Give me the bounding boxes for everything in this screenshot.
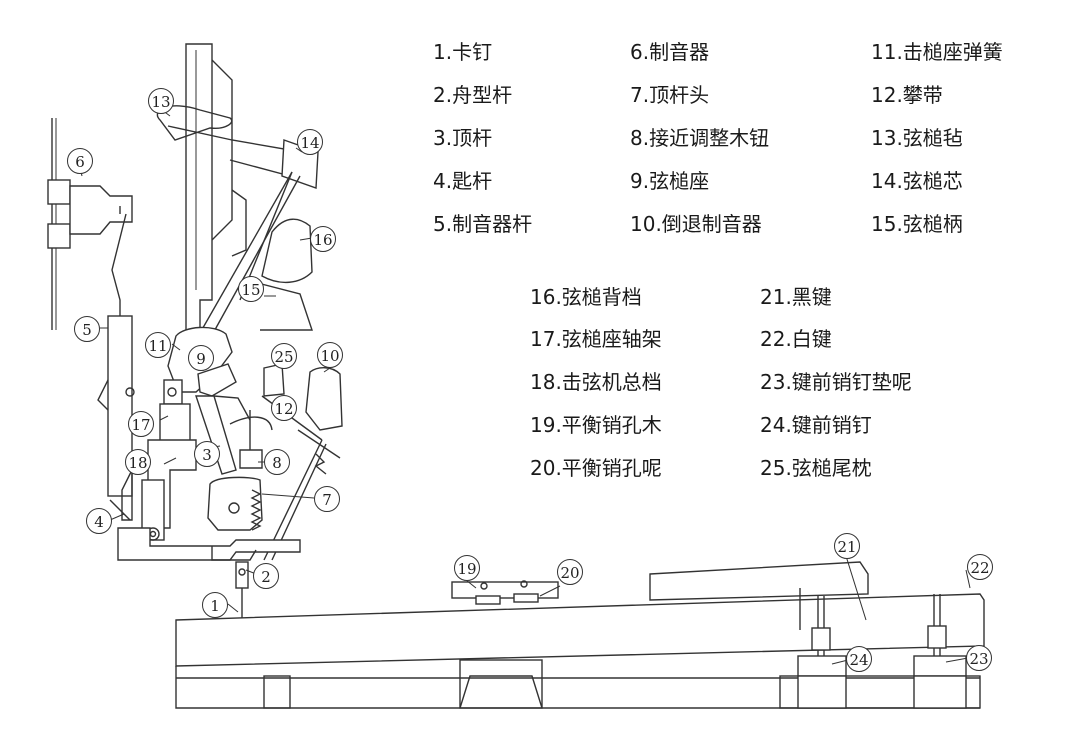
- legend-item-6: 6.制音器: [630, 40, 710, 64]
- legend-item-21: 21.黑键: [760, 285, 832, 309]
- legend-item-20: 20.平衡销孔呢: [530, 456, 662, 480]
- legend-item-5: 5.制音器杆: [433, 212, 533, 236]
- legend-item-7: 7.顶杆头: [630, 83, 710, 107]
- callout-23: 23: [966, 645, 992, 671]
- callout-2: 2: [253, 563, 279, 589]
- callout-7: 7: [314, 486, 340, 512]
- legend-item-9: 9.弦槌座: [630, 169, 710, 193]
- legend-item-4: 4.匙杆: [433, 169, 493, 193]
- callout-20: 20: [557, 559, 583, 585]
- callout-13: 13: [148, 88, 174, 114]
- callout-10: 10: [317, 342, 343, 368]
- legend-item-12: 12.攀带: [871, 83, 943, 107]
- callout-12: 12: [271, 395, 297, 421]
- legend-item-1: 1.卡钉: [433, 40, 493, 64]
- callout-18: 18: [125, 449, 151, 475]
- legend-item-17: 17.弦槌座轴架: [530, 327, 662, 351]
- legend-item-16: 16.弦槌背档: [530, 285, 642, 309]
- callout-21: 21: [834, 533, 860, 559]
- callout-3: 3: [194, 441, 220, 467]
- legend-item-3: 3.顶杆: [433, 126, 493, 150]
- callout-6: 6: [67, 148, 93, 174]
- legend-item-14: 14.弦槌芯: [871, 169, 963, 193]
- legend-item-10: 10.倒退制音器: [630, 212, 762, 236]
- legend-item-13: 13.弦槌毡: [871, 126, 963, 150]
- callout-22: 22: [967, 554, 993, 580]
- callout-25: 25: [271, 343, 297, 369]
- legend-item-15: 15.弦槌柄: [871, 212, 963, 236]
- callout-4: 4: [86, 508, 112, 534]
- callout-9: 9: [188, 345, 214, 371]
- legend-item-24: 24.键前销钉: [760, 413, 872, 437]
- callout-17: 17: [128, 411, 154, 437]
- legend-item-23: 23.键前销钉垫呢: [760, 370, 912, 394]
- legend-item-25: 25.弦槌尾枕: [760, 456, 872, 480]
- legend-item-11: 11.击槌座弹簧: [871, 40, 1003, 64]
- legend-item-2: 2.舟型杆: [433, 83, 513, 107]
- callout-15: 15: [238, 276, 264, 302]
- legend-item-18: 18.击弦机总档: [530, 370, 662, 394]
- callout-8: 8: [264, 449, 290, 475]
- callout-1: 1: [202, 592, 228, 618]
- callout-11: 11: [145, 332, 171, 358]
- callout-24: 24: [846, 646, 872, 672]
- callout-19: 19: [454, 555, 480, 581]
- legend-item-22: 22.白键: [760, 327, 832, 351]
- legend-item-19: 19.平衡销孔木: [530, 413, 662, 437]
- legend-item-8: 8.接近调整木钮: [630, 126, 770, 150]
- callout-16: 16: [310, 226, 336, 252]
- callout-14: 14: [297, 129, 323, 155]
- callout-5: 5: [74, 316, 100, 342]
